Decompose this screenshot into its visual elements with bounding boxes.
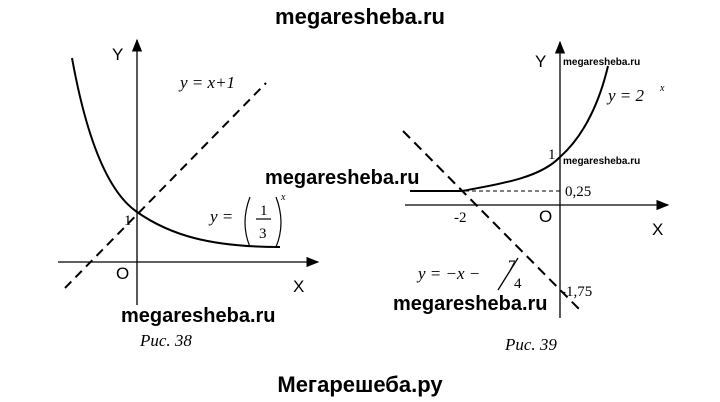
one-label: 1	[548, 147, 556, 163]
watermark-left-bottom: megaresheba.ru	[121, 305, 276, 327]
svg-text:x: x	[280, 192, 286, 203]
curve-label: y = 2 x	[606, 83, 665, 105]
watermark-small-2: megaresheba.ru	[563, 156, 640, 167]
x-axis-label: X	[652, 220, 663, 239]
origin-label: O	[116, 264, 129, 283]
svg-text:1: 1	[260, 203, 268, 219]
svg-text:x: x	[659, 83, 665, 94]
y-axis-label: Y	[112, 45, 123, 64]
y-axis-label: Y	[535, 52, 546, 71]
origin-label: O	[539, 207, 552, 226]
curve-one-third-power-x	[71, 57, 281, 248]
one-label: 1	[124, 213, 132, 229]
watermark-top: megaresheba.ru	[275, 4, 445, 29]
svg-text:4: 4	[514, 276, 522, 292]
line-label: y = x+1	[178, 73, 235, 92]
label-minus-175: -1,75	[561, 284, 592, 300]
caption-fig-39: Рис. 39	[504, 335, 557, 354]
svg-text:y = −x −: y = −x −	[416, 264, 480, 283]
svg-text:y = 2: y = 2	[606, 86, 645, 105]
watermark-right-bottom: megaresheba.ru	[393, 293, 548, 315]
svg-text:3: 3	[259, 226, 267, 242]
watermark-mid: megaresheba.ru	[265, 167, 420, 189]
figure-38: Y X O 1 y = x+1 y = 1 3 x Рис. 38	[58, 38, 320, 350]
watermark-small-1: megaresheba.ru	[563, 57, 640, 68]
svg-text:y =: y =	[208, 207, 233, 226]
x-axis-label: X	[293, 277, 304, 296]
dashed-line-x-plus-1	[64, 82, 267, 289]
label-minus-2: -2	[454, 210, 467, 226]
curve-label: y = 1 3 x	[208, 192, 286, 248]
label-025: 0,25	[565, 184, 591, 200]
line-label: y = −x − 7 4	[416, 257, 522, 292]
svg-text:7: 7	[508, 258, 516, 274]
curve-2-power-x	[410, 65, 609, 192]
figure-39: Y X O 1 0,25 -2 -1,75 y = 2 x y = −x − 7…	[402, 40, 670, 354]
dashed-line-minus-x-minus-7-4	[402, 130, 583, 313]
caption-fig-38: Рис. 38	[139, 331, 192, 350]
watermark-footer: Мегарешеба.ру	[277, 372, 443, 397]
